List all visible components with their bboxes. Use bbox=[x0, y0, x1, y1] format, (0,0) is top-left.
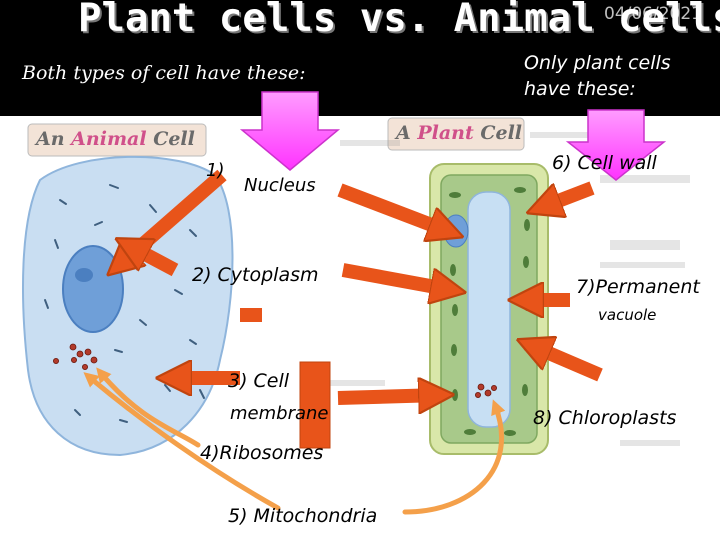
slide-title: Plant cells vs. Animal cells bbox=[78, 0, 720, 41]
subtitle-plant-only-line-2: have these: bbox=[524, 78, 636, 100]
animal-nucleus bbox=[62, 245, 124, 333]
arrow-chloroplasts bbox=[530, 345, 603, 382]
arrow-membrane-stem bbox=[299, 361, 331, 449]
header-bar: Plant cells vs. Animal cells 04/06/2021 … bbox=[0, 0, 720, 116]
animal-ribosome-dots bbox=[53, 343, 98, 370]
arrow-mitochondria-animal bbox=[83, 372, 281, 511]
label-membrane-line-1: 3) Cell bbox=[228, 370, 290, 392]
animal-title-box bbox=[27, 123, 207, 157]
animal-title-suffix: Cell bbox=[146, 128, 195, 150]
label-vacuole-line-1: 7)Permanent bbox=[576, 276, 700, 298]
label-vacuole-line-2: vacuole bbox=[598, 306, 657, 324]
label-nucleus-number: 1) bbox=[206, 160, 225, 181]
label-membrane-line-2: membrane bbox=[230, 403, 329, 424]
subtitle-shared: Both types of cell have these: bbox=[22, 62, 306, 84]
plant-title-box bbox=[387, 117, 525, 151]
arrow-cytoplasm-animal bbox=[128, 245, 179, 277]
arrow-mitochondria-plant bbox=[402, 399, 506, 515]
pink-arrow-plant-only bbox=[565, 109, 667, 181]
label-cytoplasm: 2) Cytoplasm bbox=[192, 264, 319, 286]
animal-title-prefix: An bbox=[36, 128, 72, 150]
plant-title-highlight: Plant bbox=[417, 122, 474, 144]
animal-nucleolus bbox=[75, 268, 93, 282]
label-mitochondria: 5) Mitochondria bbox=[228, 505, 378, 527]
plant-cell-illustration bbox=[429, 163, 549, 455]
plant-cell-title: A Plant Cell bbox=[396, 122, 522, 144]
label-nucleus: Nucleus bbox=[244, 175, 316, 196]
arrow-ribosomes bbox=[96, 367, 201, 448]
subtitle-plant-only: Only plant cells have these: bbox=[524, 50, 671, 102]
animal-title-highlight: Animal bbox=[71, 128, 147, 150]
arrow-membrane-plant bbox=[337, 395, 440, 398]
label-cell-wall: 6) Cell wall bbox=[552, 152, 657, 174]
plant-title-prefix: A bbox=[396, 122, 418, 144]
arrow-cell-wall bbox=[540, 181, 595, 208]
arrow-cytoplasm-plant bbox=[341, 263, 452, 290]
slide-date: 04/06/2021 bbox=[604, 4, 702, 24]
animal-cell-title: An Animal Cell bbox=[36, 128, 195, 150]
arrow-nucleus-plant bbox=[337, 183, 450, 232]
label-chloroplasts: 8) Chloroplasts bbox=[533, 407, 677, 429]
label-ribosomes: 4)Ribosomes bbox=[200, 442, 324, 464]
subtitle-plant-only-line-1: Only plant cells bbox=[524, 52, 671, 74]
pink-arrow-shared bbox=[239, 91, 341, 171]
plant-title-suffix: Cell bbox=[473, 122, 523, 144]
pink-arrows bbox=[239, 91, 667, 181]
plant-ribosome-dots bbox=[474, 383, 497, 398]
faded-background-text bbox=[330, 132, 690, 446]
